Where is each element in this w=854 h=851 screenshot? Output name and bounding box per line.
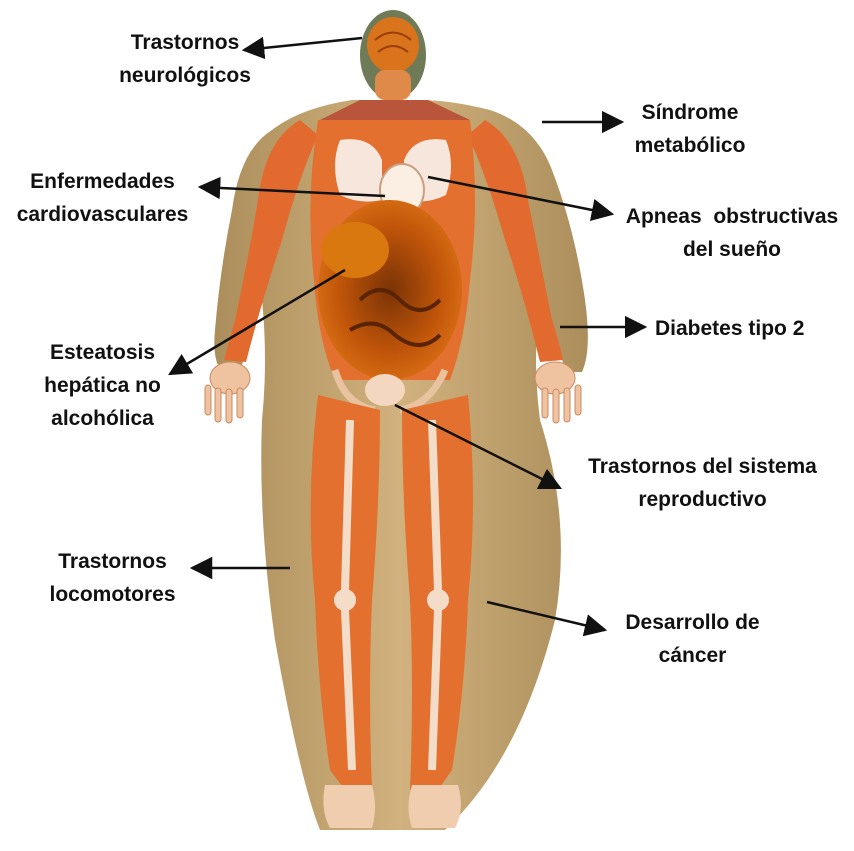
- label-line: alcohólica: [10, 402, 195, 435]
- left-foot: [323, 785, 375, 828]
- label-metabolic-syndrome: Síndrome metabólico: [600, 96, 780, 162]
- label-cancer-development: Desarrollo de cáncer: [600, 606, 785, 672]
- label-line: reproductivo: [560, 483, 845, 516]
- label-line: Trastornos del sistema: [560, 450, 845, 483]
- label-line: Apneas obstructivas: [612, 200, 852, 233]
- left-hand: [205, 362, 250, 423]
- label-line: Desarrollo de: [600, 606, 785, 639]
- label-cardiovascular-diseases: Enfermedades cardiovasculares: [0, 165, 205, 231]
- label-type2-diabetes: Diabetes tipo 2: [655, 312, 850, 345]
- label-line: Diabetes tipo 2: [655, 312, 850, 345]
- label-line: Trastornos: [20, 545, 205, 578]
- label-line: Esteatosis: [10, 336, 195, 369]
- label-reproductive-disorders: Trastornos del sistema reproductivo: [560, 450, 845, 516]
- label-nonalcoholic-fatty-liver: Esteatosis hepática no alcohólica: [10, 336, 195, 435]
- label-line: cáncer: [600, 639, 785, 672]
- label-locomotor-disorders: Trastornos locomotores: [20, 545, 205, 611]
- pelvis-icon: [365, 374, 405, 406]
- label-line: Síndrome: [600, 96, 780, 129]
- label-line: locomotores: [20, 578, 205, 611]
- label-line: neurológicos: [90, 59, 280, 92]
- label-line: del sueño: [612, 233, 852, 266]
- right-foot: [409, 785, 461, 828]
- label-sleep-apnea: Apneas obstructivas del sueño: [612, 200, 852, 266]
- liver-icon: [321, 222, 389, 278]
- label-neurological-disorders: Trastornos neurológicos: [90, 26, 280, 92]
- label-line: hepática no: [10, 369, 195, 402]
- label-line: metabólico: [600, 129, 780, 162]
- label-line: Trastornos: [90, 26, 280, 59]
- label-line: Enfermedades: [0, 165, 205, 198]
- label-line: cardiovasculares: [0, 198, 205, 231]
